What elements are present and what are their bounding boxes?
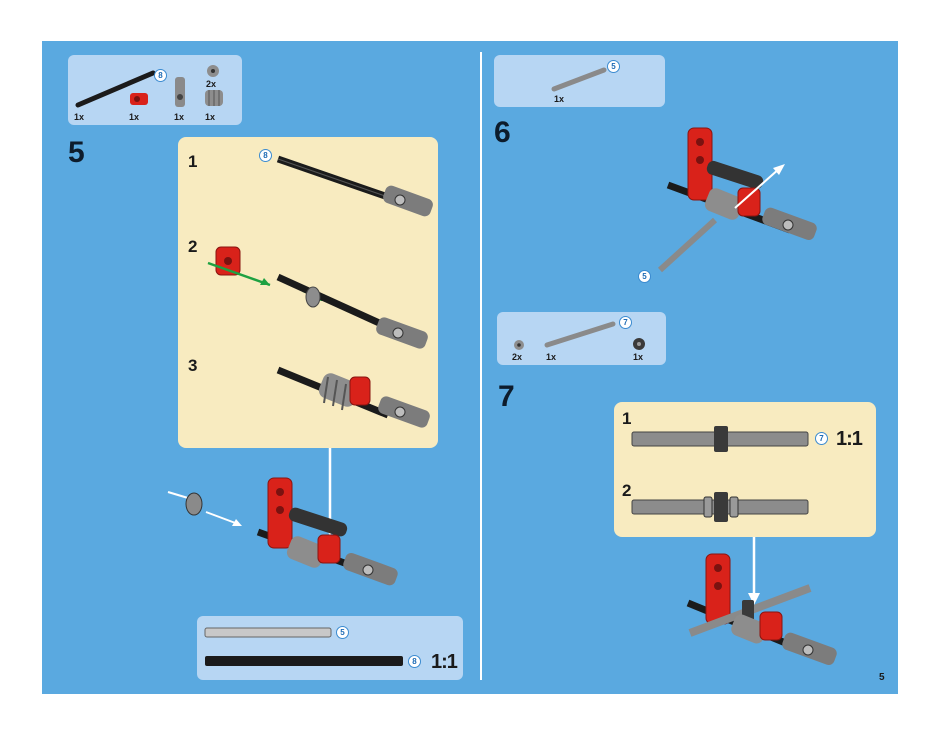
gray-axle-5-icon — [494, 55, 665, 107]
step6-assembly — [640, 120, 830, 290]
axle-length-badge: 5 — [336, 626, 349, 639]
page-divider — [480, 52, 482, 680]
axle-with-gear — [632, 426, 808, 452]
part-qty: 1x — [546, 353, 556, 362]
gray-worm-gear-icon — [205, 90, 223, 106]
axle-with-gear-and-bushes — [632, 492, 808, 522]
step7-assembly — [670, 548, 840, 678]
red-block-sliding — [208, 247, 430, 350]
axle-ruler — [197, 616, 463, 680]
page-number: 5 — [879, 672, 885, 683]
gray-axle-5 — [205, 628, 331, 637]
gray-bush-icon — [207, 65, 219, 77]
substep-illustrations-step5 — [178, 137, 438, 448]
bush-inserting — [168, 492, 242, 526]
axle-length-badge: 5 — [607, 60, 620, 73]
axle-length-badge: 7 — [619, 316, 632, 329]
scale-label: 1:1 — [836, 429, 862, 449]
part-qty: 2x — [512, 353, 522, 362]
axle-with-connector — [278, 159, 435, 218]
part-qty: 1x — [633, 353, 643, 362]
part-qty: 1x — [554, 95, 564, 104]
step-number: 5 — [68, 138, 85, 168]
part-qty: 1x — [129, 113, 139, 122]
gray-bush-icon — [514, 340, 524, 350]
axle-length-badge: 5 — [638, 270, 651, 283]
part-qty: 1x — [174, 113, 184, 122]
axle-length-badge: 8 — [154, 69, 167, 82]
step7-substeps — [614, 402, 876, 537]
black-axle-8 — [205, 656, 403, 666]
gray-axle-7-icon — [547, 324, 613, 345]
dark-gear-icon — [633, 338, 645, 350]
part-qty: 2x — [206, 80, 216, 89]
parts-list-illustration-step5 — [68, 55, 242, 125]
step-number: 7 — [498, 382, 515, 412]
gray-connector-icon — [175, 77, 185, 107]
axle-length-badge: 7 — [815, 432, 828, 445]
axle-length-badge: 8 — [408, 655, 421, 668]
red-cross-block-icon — [130, 93, 148, 105]
step5-main-assembly — [168, 470, 408, 600]
part-qty: 1x — [205, 113, 215, 122]
step-number: 6 — [494, 118, 511, 148]
worm-gear-assembly — [278, 370, 432, 429]
part-qty: 1x — [74, 113, 84, 122]
scale-label: 1:1 — [431, 652, 457, 672]
